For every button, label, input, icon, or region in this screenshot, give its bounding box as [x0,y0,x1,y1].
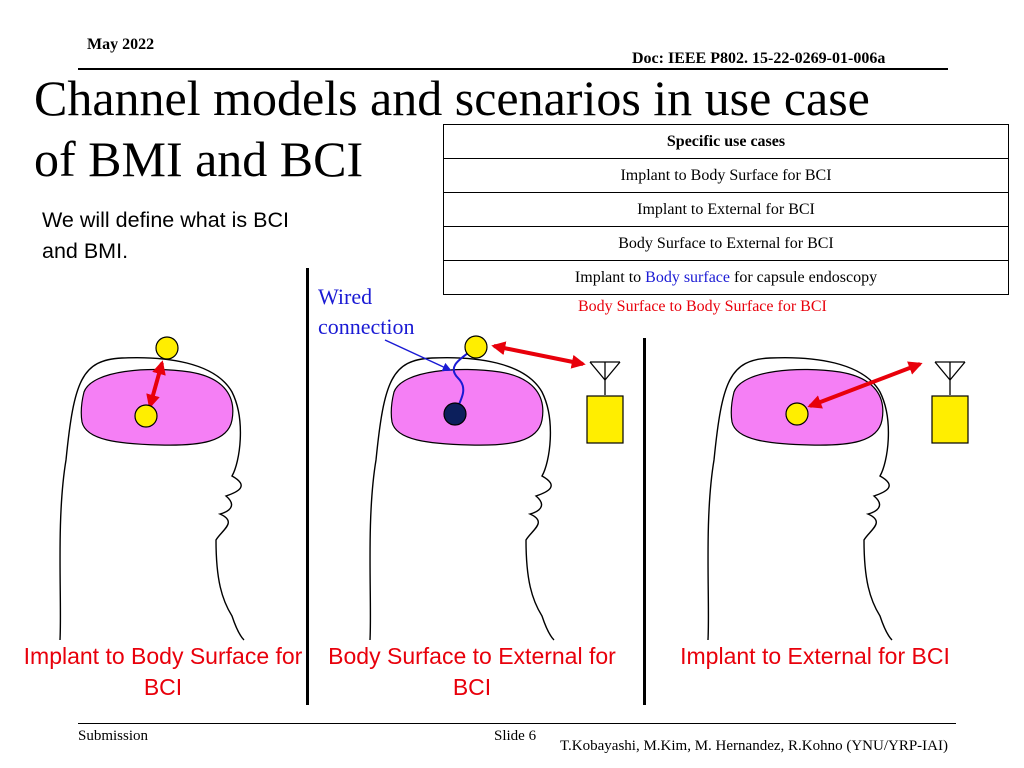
caption-body-surface-external: Body Surface to External for BCI [328,643,616,700]
table-row: Implant to Body surface for capsule endo… [443,260,1009,295]
cell-prefix: Implant to [574,268,646,286]
wired-pointer-arrow [384,339,452,372]
table-cell: Implant to External for BCI [443,192,1009,227]
wired-connection-label: Wired connection [318,284,415,339]
table-cell: Implant to Body Surface for BCI [443,158,1009,193]
table-row: Implant to Body Surface for BCI [443,158,1009,193]
link-arrow-1 [146,360,166,409]
head-outline-3 [707,356,893,641]
brain-2 [390,368,544,446]
footer-divider [78,723,956,724]
intro-text: We will define what is BCI and BMI. [42,208,289,263]
panel-separator [306,268,309,705]
link-arrow-2 [491,341,586,369]
cell-suffix: for capsule endoscopy [730,268,878,286]
header-doc-id: Doc: IEEE P802. 15-22-0269-01-006a [632,50,886,67]
brain-3 [730,368,884,446]
header-divider [78,68,948,70]
implant-node-1 [134,404,158,428]
implant-node-2 [443,402,467,426]
table-row: Implant to External for BCI [443,192,1009,227]
footer-slide-number: Slide 6 [494,728,537,744]
slide-title: Channel models and scenarios in use case… [34,70,870,187]
table-row: Body Surface to External for BCI [443,226,1009,261]
extra-use-case-note: Body Surface to Body Surface for BCI [578,298,827,315]
cell-highlight: Body surface [645,268,730,286]
surface-node-1 [155,336,179,360]
antenna-icon [589,361,621,395]
table-cell: Body Surface to External for BCI [443,226,1009,261]
head-outline-1 [59,356,245,641]
footer-submission: Submission [78,728,149,744]
head-outline-2 [369,356,555,641]
implant-node-3 [785,402,809,426]
table-cell: Implant to Body surface for capsule endo… [443,260,1009,295]
external-device [586,395,624,444]
wire-cable [452,349,473,414]
header-date: May 2022 [87,36,155,53]
antenna-icon [934,361,966,395]
surface-node-2 [464,335,488,359]
footer-authors: T.Kobayashi, M.Kim, M. Hernandez, R.Kohn… [560,738,948,754]
caption-implant-external: Implant to External for BCI [680,643,950,669]
use-case-table: Specific use cases Implant to Body Surfa… [443,124,1009,295]
panel-separator [643,338,646,705]
link-arrow-3 [807,361,923,409]
external-device [931,395,969,444]
caption-implant-body-surface: Implant to Body Surface for BCI [23,643,303,700]
